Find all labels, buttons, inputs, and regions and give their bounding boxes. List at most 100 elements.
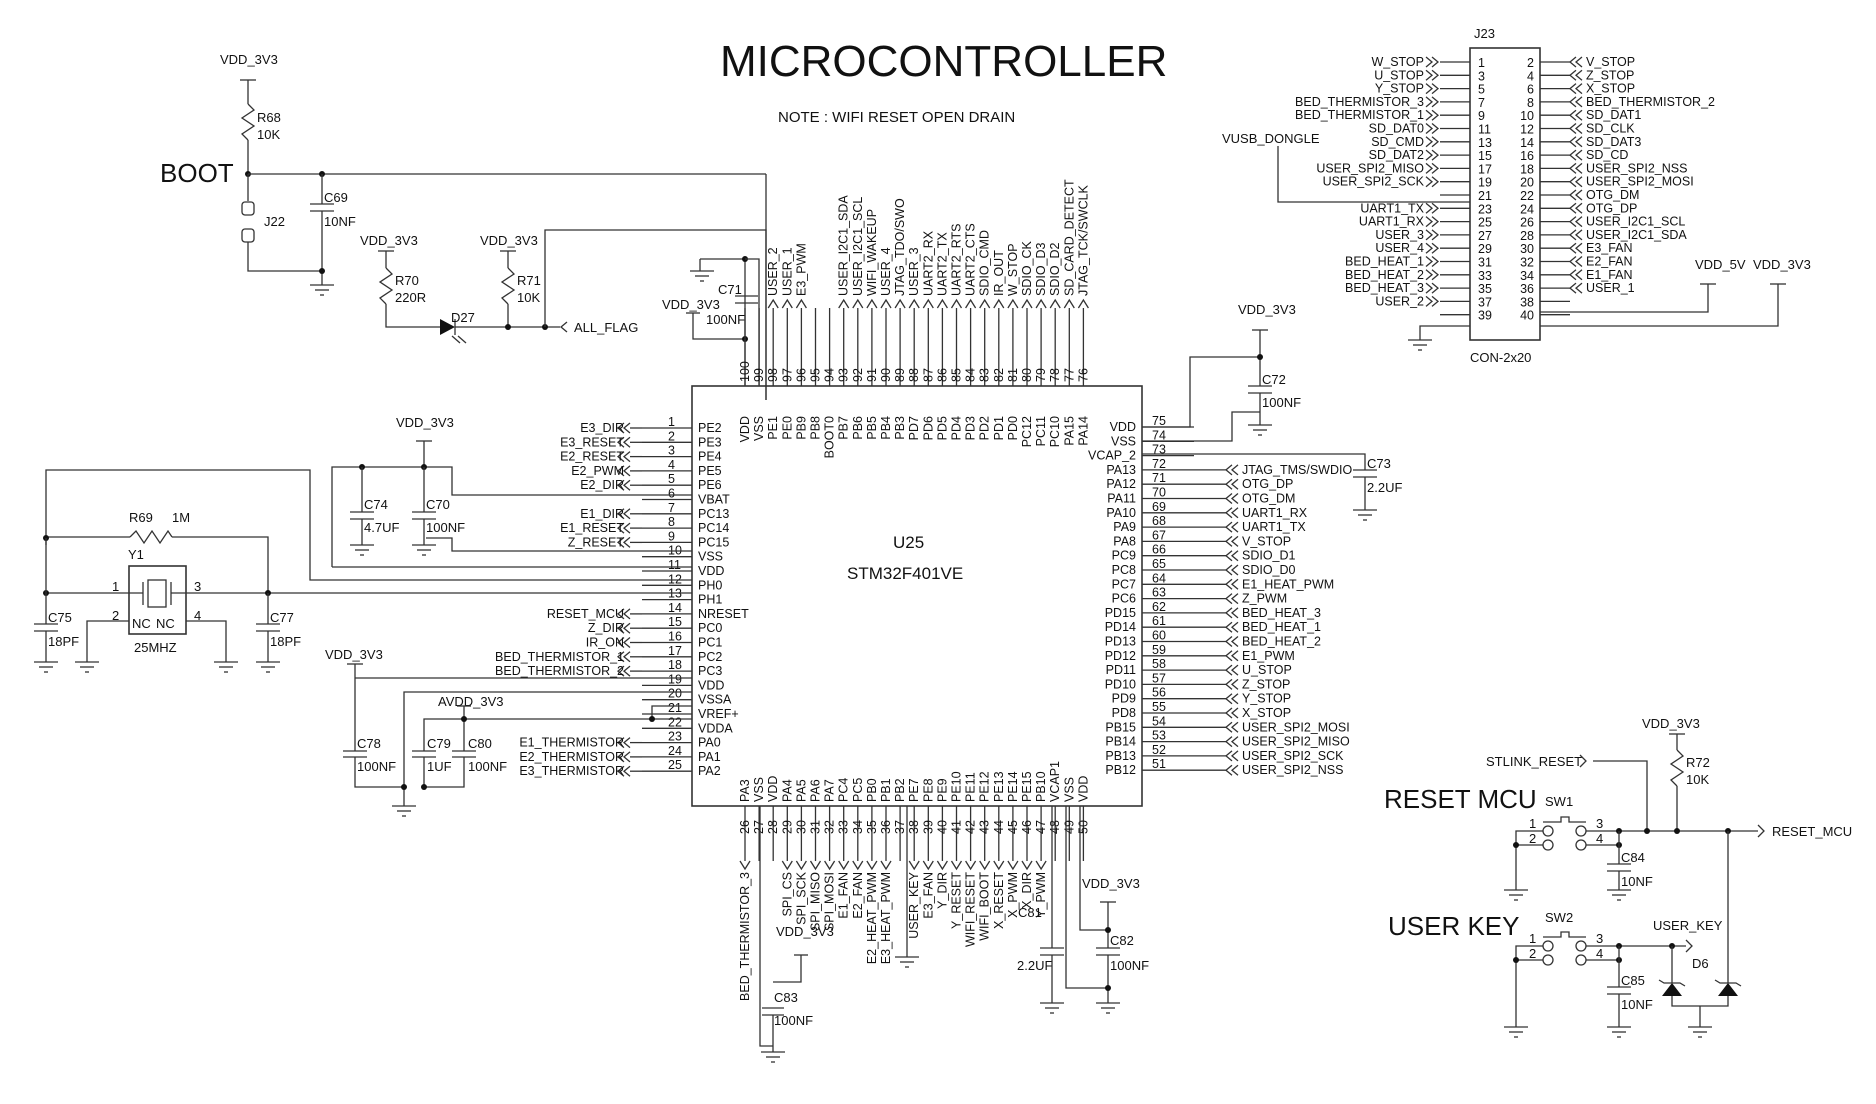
connector-pin[interactable]: 21	[1440, 189, 1492, 203]
connector-pin[interactable]: 40	[1520, 309, 1570, 323]
connector-pin[interactable]: 39	[1440, 309, 1492, 323]
j23-body[interactable]	[1469, 47, 1541, 341]
j22-jumper-pad-icon[interactable]	[241, 201, 255, 216]
connector-pin[interactable]: 3U_STOP	[1374, 68, 1485, 83]
sw2-pushbutton-icon[interactable]	[1543, 931, 1586, 938]
j22-jumper-pad-icon[interactable]	[241, 228, 255, 243]
sw1-pushbutton-icon[interactable]	[1543, 816, 1586, 823]
mcu-u25-body[interactable]	[691, 385, 1143, 807]
